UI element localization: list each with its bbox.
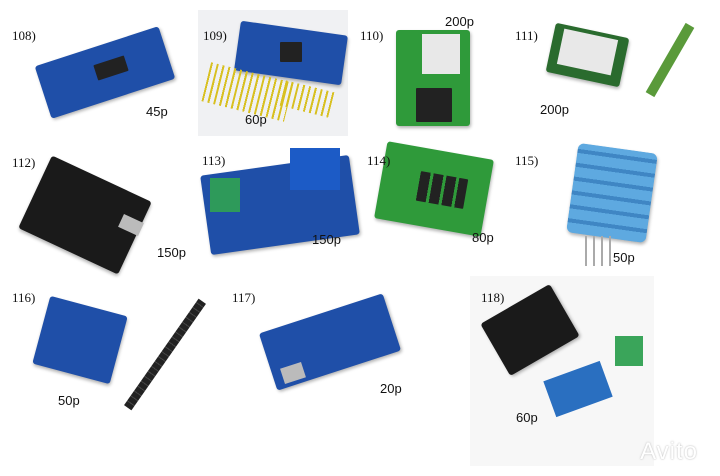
item-label-113: 113) (202, 153, 226, 168)
avito-watermark: Avito (640, 438, 698, 465)
item-price-112: 150p (157, 245, 186, 260)
module-117-image (258, 293, 402, 391)
item-label-116: 116) (12, 290, 36, 305)
module-110-gsm-chip (422, 34, 460, 74)
item-price-111: 200p (540, 102, 569, 117)
item-price-110: 200p (445, 14, 474, 29)
module-116-pin-header (124, 298, 206, 411)
module-115-image (566, 142, 658, 244)
item-price-118: 60p (516, 410, 538, 425)
module-109-chip (280, 42, 302, 62)
item-label-117: 117) (232, 290, 256, 305)
item-label-109: 109) (203, 28, 227, 43)
item-price-114: 80p (472, 230, 494, 245)
module-118-terminal-green (615, 336, 643, 366)
module-113-terminal (210, 178, 240, 212)
item-price-116: 50p (58, 393, 80, 408)
module-113-relay (290, 148, 340, 190)
module-112-image (18, 155, 152, 275)
item-price-109: 60p (245, 112, 267, 127)
item-label-114: 114) (367, 153, 391, 168)
module-115-pins (585, 236, 615, 266)
item-label-118: 118) (481, 290, 505, 305)
item-price-115: 50p (613, 250, 635, 265)
item-label-111: 111) (515, 28, 538, 43)
item-label-110: 110) (360, 28, 384, 43)
item-price-108: 45p (146, 104, 168, 119)
module-111-antenna (645, 22, 695, 98)
item-price-117: 20p (380, 381, 402, 396)
item-price-113: 150p (312, 232, 341, 247)
item-label-115: 115) (515, 153, 539, 168)
module-116-image (32, 295, 128, 385)
item-label-112: 112) (12, 155, 36, 170)
module-110-sim-slot (416, 88, 452, 122)
item-label-108: 108) (12, 28, 36, 43)
